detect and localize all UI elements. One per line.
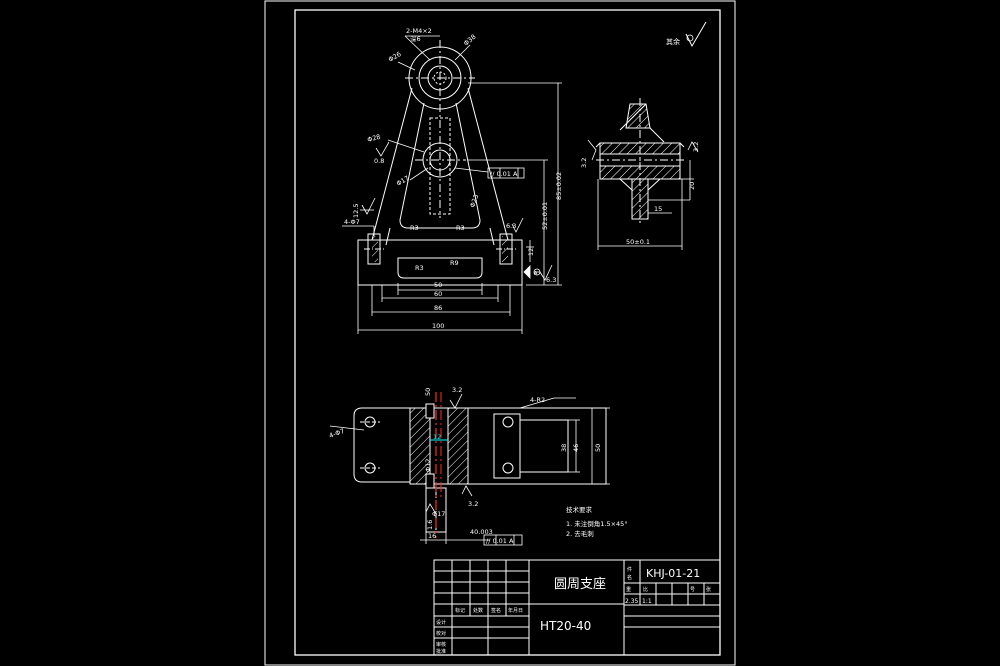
svg-text:60: 60 [434, 290, 442, 298]
note-item-1: 1. 未注倒角1.5×45° [566, 519, 628, 528]
svg-text:号: 号 [690, 587, 695, 593]
svg-text:R3: R3 [410, 224, 419, 232]
svg-text:Φ26: Φ26 [387, 50, 403, 64]
svg-text:比: 比 [643, 586, 648, 593]
svg-text:标记: 标记 [455, 607, 465, 614]
drawing-scale: 1:1 [642, 598, 652, 605]
svg-text:0.8: 0.8 [374, 157, 384, 165]
svg-text:12: 12 [433, 433, 441, 441]
svg-text:46: 46 [572, 444, 580, 452]
svg-text:20: 20 [688, 182, 696, 190]
svg-text:3.2: 3.2 [692, 142, 700, 152]
svg-text:40.003: 40.003 [470, 528, 493, 536]
svg-text:3.2: 3.2 [452, 386, 462, 394]
svg-text:R3: R3 [415, 264, 424, 272]
general-roughness-symbol: 其余 [666, 21, 707, 48]
note-item-2: 2. 去毛刺 [566, 529, 594, 538]
svg-text:12.5: 12.5 [352, 204, 360, 218]
svg-text:12: 12 [527, 248, 535, 256]
drawing-title: 圆周支座 [554, 577, 606, 592]
svg-text:名: 名 [627, 574, 632, 581]
svg-text:年月日: 年月日 [508, 607, 523, 614]
front-view-dimension-text: 2-M4×2 深6 Φ26 Φ38 Φ28 0.8 Φ17 // 0.01 A … [344, 27, 563, 330]
svg-text:深6: 深6 [410, 34, 421, 43]
svg-text:设计: 设计 [436, 619, 446, 626]
svg-text:签名: 签名 [491, 607, 501, 614]
general-roughness-label: 其余 [666, 37, 680, 46]
svg-text:审核: 审核 [436, 641, 446, 648]
svg-text:85±0.02: 85±0.02 [555, 172, 563, 200]
front-view [357, 40, 523, 286]
title-block [433, 559, 721, 656]
svg-text:张: 张 [706, 586, 711, 593]
svg-text:// 0.01 A: // 0.01 A [486, 537, 514, 545]
svg-text:86: 86 [434, 304, 442, 312]
drawing-frame [294, 9, 721, 656]
svg-text:Φ28: Φ28 [366, 133, 381, 144]
svg-text:50: 50 [434, 281, 442, 289]
svg-text:Φ23: Φ23 [468, 193, 480, 208]
section-view-dimensions [587, 139, 699, 250]
svg-text:Φ38: Φ38 [462, 33, 477, 48]
svg-text:6.3: 6.3 [506, 222, 516, 230]
svg-text:50: 50 [594, 444, 602, 452]
svg-text:6.3: 6.3 [546, 276, 556, 284]
svg-text:R3: R3 [456, 224, 465, 232]
svg-text:52±0.01: 52±0.01 [541, 202, 549, 230]
section-view [595, 98, 686, 224]
svg-text:4-Φ7: 4-Φ7 [344, 218, 360, 226]
svg-text:1.6: 1.6 [426, 520, 434, 530]
svg-text:R9: R9 [450, 259, 459, 267]
svg-text:Φ17: Φ17 [432, 510, 445, 518]
svg-text:Φ12: Φ12 [424, 459, 432, 472]
svg-text:4-Φ7: 4-Φ7 [328, 427, 346, 440]
sheet-border [264, 0, 736, 666]
svg-text:16: 16 [428, 532, 436, 540]
svg-text:15: 15 [654, 205, 662, 213]
drawing-material: HT20-40 [540, 619, 591, 633]
svg-text:3.2: 3.2 [580, 158, 588, 168]
svg-text:Φ17: Φ17 [395, 174, 411, 188]
top-view-dimensions [329, 393, 610, 546]
svg-text:50: 50 [424, 388, 432, 396]
svg-text:2-M4×2: 2-M4×2 [406, 27, 432, 35]
svg-text:A: A [534, 271, 538, 277]
front-view-dimensions [342, 35, 562, 334]
drawing-code: KHJ-01-21 [646, 567, 700, 580]
svg-text:重: 重 [626, 586, 631, 593]
section-view-dimension-text: 50±0.1 20 15 3.2 3.2 [580, 142, 700, 246]
svg-text:件: 件 [627, 566, 632, 573]
svg-text:100: 100 [432, 322, 444, 330]
svg-text:3.2: 3.2 [468, 500, 478, 508]
svg-text:50±0.1: 50±0.1 [626, 238, 650, 246]
svg-text:校对: 校对 [436, 630, 446, 637]
svg-text:// 0.01 A: // 0.01 A [490, 170, 518, 178]
svg-text:批准: 批准 [436, 648, 446, 655]
drawing-weight: 2.35 [625, 598, 639, 605]
svg-text:4-R2: 4-R2 [530, 396, 545, 404]
technical-notes: 技术要求 1. 未注倒角1.5×45° 2. 去毛刺 [566, 505, 628, 538]
svg-text:38: 38 [560, 444, 568, 452]
svg-text:处数: 处数 [473, 607, 483, 614]
notes-heading: 技术要求 [566, 505, 593, 514]
title-block-text: 圆周支座 HT20-40 KHJ-01-21 2.35 1:1 件 名 号 重 … [436, 566, 711, 655]
